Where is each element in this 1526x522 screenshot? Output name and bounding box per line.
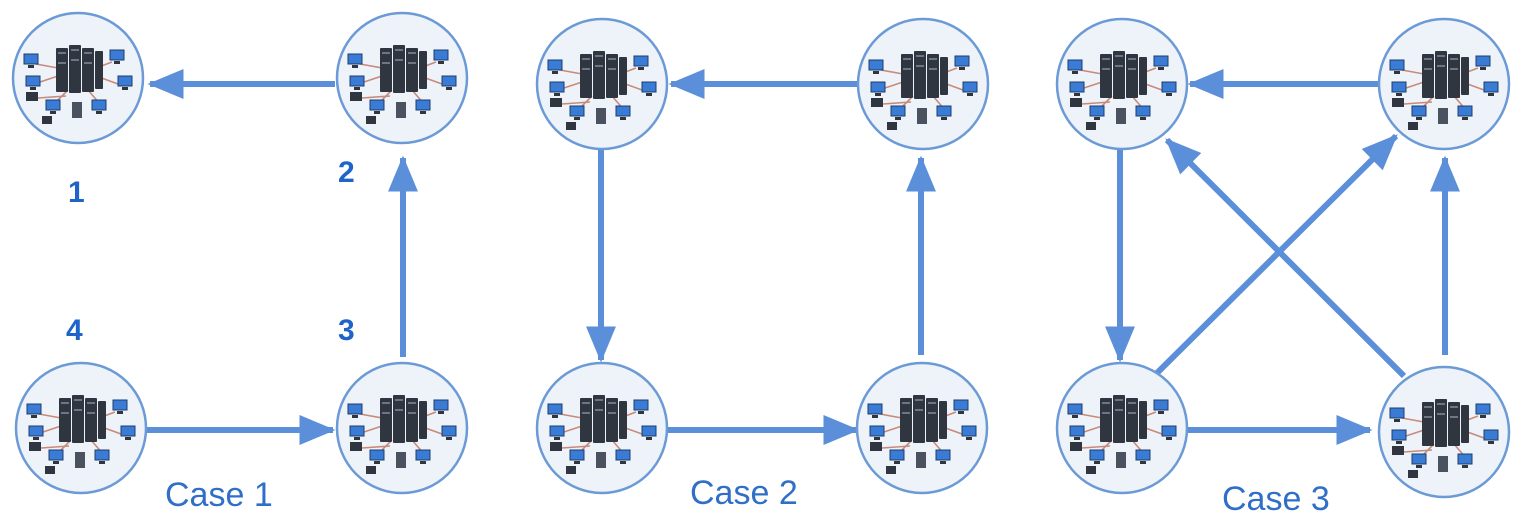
case-label-2: Case 2: [690, 474, 798, 512]
node-label-4: 4: [66, 314, 83, 347]
case-labels: Case 1 Case 2 Case 3: [165, 474, 1330, 518]
network-node-icon: [1377, 17, 1511, 151]
network-node-icon: [1055, 17, 1189, 151]
network-node-icon: [1377, 365, 1511, 499]
network-node-icon: [856, 17, 990, 151]
network-node-icon: [14, 361, 148, 495]
network-node-icon: [855, 361, 989, 495]
node-label-1: 1: [68, 176, 85, 209]
network-node-icon: [11, 11, 145, 145]
case-label-3: Case 3: [1222, 480, 1330, 518]
network-node-icon: [535, 17, 669, 151]
network-node-icon: [335, 11, 469, 145]
node-label-3: 3: [338, 314, 355, 347]
edges: [146, 69, 1460, 445]
case-label-1: Case 1: [165, 476, 273, 514]
edge-case3-bottomright-to-topleft: [1164, 137, 1407, 379]
node-label-2: 2: [338, 156, 355, 189]
network-node-icon: [1055, 361, 1189, 495]
edge-case3-bottomleft-to-topright: [1151, 133, 1399, 379]
node-labels: 1 2 3 4: [66, 156, 355, 347]
network-node-icon: [335, 361, 469, 495]
network-node-icon: [535, 361, 669, 495]
